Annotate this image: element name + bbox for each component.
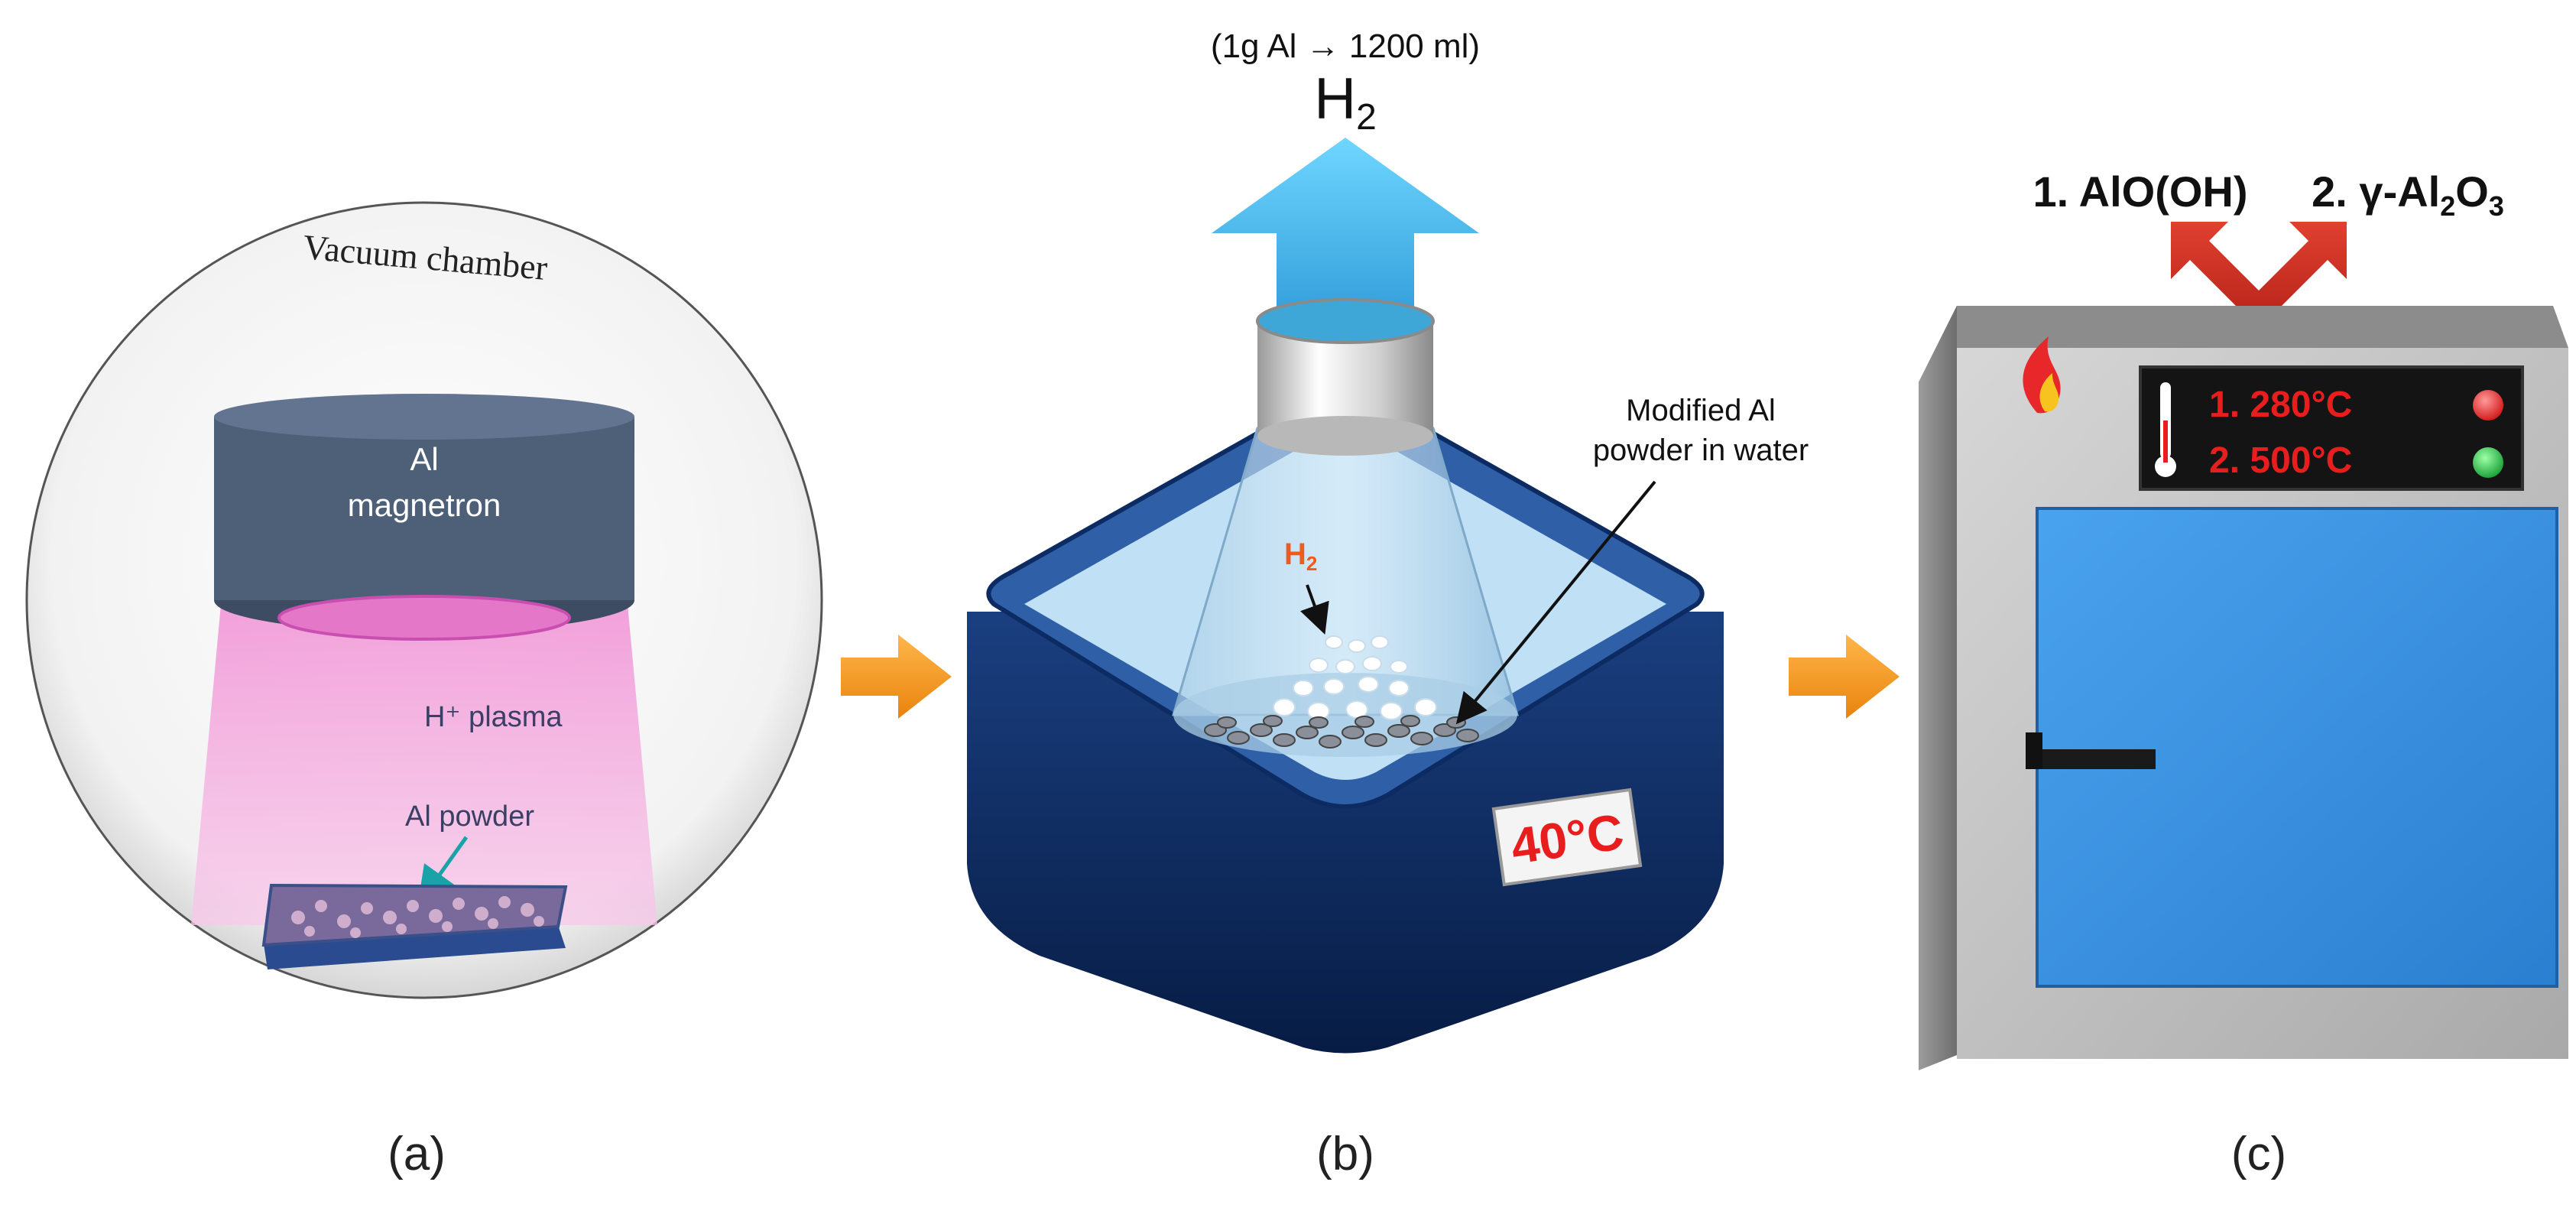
temperature-display: 40°C [1491,787,1643,887]
flask-neck-top [1256,298,1435,344]
magnetron-label-line2: magnetron [348,487,501,523]
panel-a: Vacuum chamber Al magnetron H⁺ plasma Al… [25,201,823,1180]
product-split-arrow [2171,222,2347,329]
powder-tray-top [261,883,568,947]
plasma-beam [191,596,657,925]
status-indicator-red [2473,390,2503,421]
flow-arrow-b-to-c [1789,635,1900,719]
caption-b: (b) [1316,1128,1374,1180]
panel-b: (1g Al → 1200 ml) H2 H2 Modified [967,28,1809,1180]
modified-powder-label-line2: powder in water [1593,434,1809,467]
magnetron-ring [277,595,571,641]
panel-c: 1. AlO(OH) 2. γ-Al2O3 1. 280°C 2. 500°C … [1919,167,2568,1180]
temperature-setting-1: 1. 280°C [2209,385,2352,425]
magnetron-body [214,417,634,600]
magnetron-label-line1: Al [410,441,438,477]
flame-icon [2023,336,2061,414]
flow-arrow-a-to-b [841,635,952,719]
modified-powder-pointer [1455,480,1656,725]
oven-door[interactable] [2036,507,2558,988]
status-indicator-green [2473,447,2503,478]
h2-release-arrow [1212,138,1479,329]
modified-powder-label-line1: Modified Al [1626,394,1776,427]
thermometer-icon [2155,382,2176,477]
caption-c: (c) [2231,1128,2286,1180]
bath-side [967,612,1724,1054]
yield-label: (1g Al → 1200 ml) [1211,28,1480,65]
al-powder-layer [1204,715,1479,749]
magnetron-top [214,394,634,440]
plasma-label: H⁺ plasma [424,701,563,733]
control-panel [2139,365,2524,491]
oven-side [1919,306,1957,1070]
product-1-label: 1. AlO(OH) [2033,167,2247,216]
caption-a: (a) [388,1128,446,1180]
inner-h2-label: H2 [1284,537,1317,575]
oven-back-edge [1957,306,2568,348]
h2-label: H2 [1314,67,1377,138]
powder-label: Al powder [405,800,534,833]
inner-h2-pointer [1300,584,1329,635]
powder-tray-side [264,925,566,969]
flask-neck-bottom [1257,416,1433,456]
powder-particles [291,896,544,938]
powder-pointer [417,836,469,906]
product-2-label: 2. γ-Al2O3 [2312,167,2504,222]
temperature-setting-2: 2. 500°C [2209,440,2352,481]
door-handle[interactable] [2026,732,2156,769]
